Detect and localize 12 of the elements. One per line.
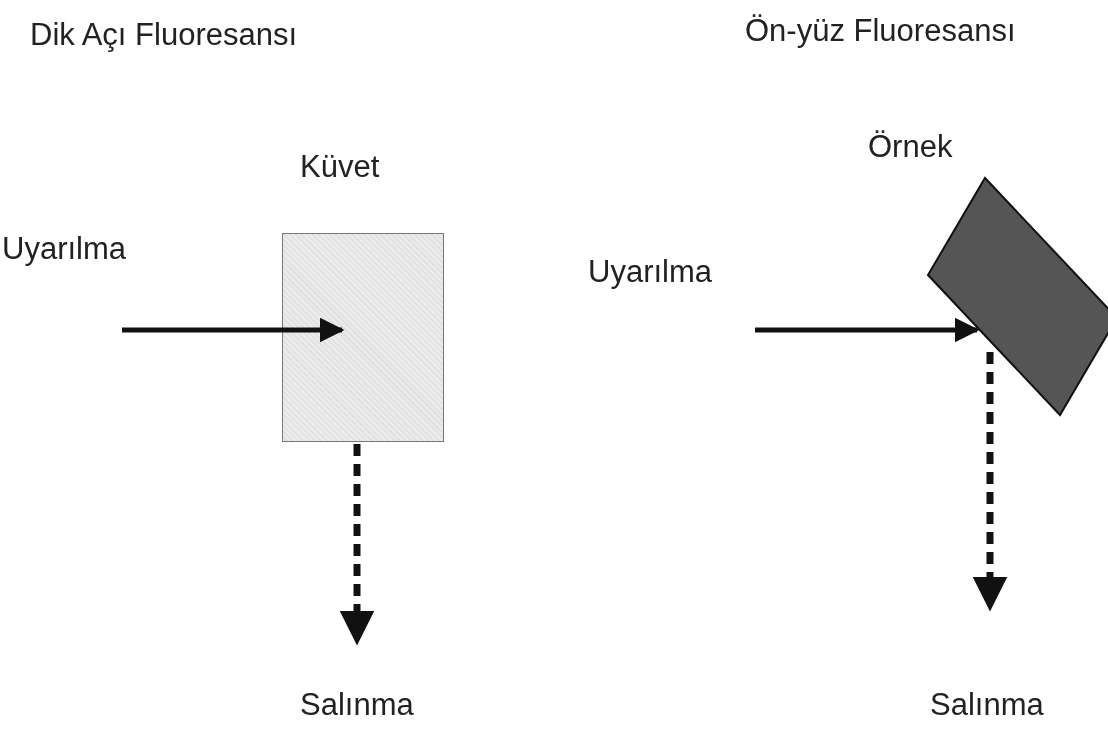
excitation-arrow [122, 317, 345, 343]
emission-arrow [972, 352, 1008, 612]
sample-label: Örnek [868, 130, 953, 165]
cuvette-label: Küvet [300, 150, 380, 185]
excitation-label: Uyarılma [588, 255, 712, 290]
emission-label: Salınma [300, 688, 414, 723]
excitation-label: Uyarılma [2, 232, 126, 267]
panel-title: Dik Açı Fluoresansı [30, 18, 298, 53]
excitation-arrow [755, 317, 980, 343]
emission-arrow [339, 444, 375, 646]
panel-title: Ön-yüz Fluoresansı [745, 14, 1016, 49]
emission-label: Salınma [930, 688, 1044, 723]
